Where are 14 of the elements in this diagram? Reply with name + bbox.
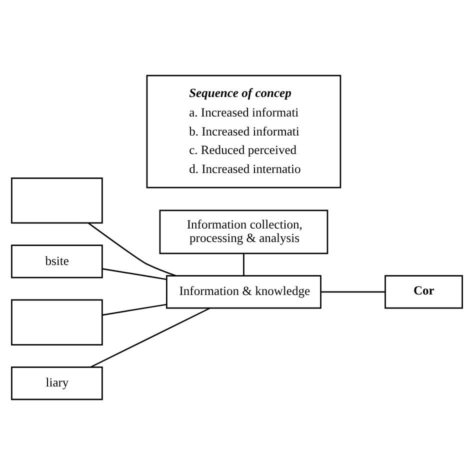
node-box: liary	[11, 366, 103, 400]
node-box	[11, 176, 103, 224]
node-box: Information collection, processing & analysis	[159, 209, 328, 254]
node-box: bsite	[11, 244, 103, 278]
connector	[102, 268, 167, 280]
connector	[90, 307, 210, 368]
connector	[102, 303, 167, 316]
connector	[88, 222, 176, 276]
node-box	[11, 298, 103, 345]
node-box: Sequence of concep a. Increased informati b. Increased informati c. Reduced perceived d. Increased internatio	[146, 74, 342, 188]
connector	[243, 252, 244, 276]
connector	[321, 290, 386, 292]
node-box: Cor	[384, 274, 463, 308]
node-box: Information & knowledge	[166, 274, 322, 308]
